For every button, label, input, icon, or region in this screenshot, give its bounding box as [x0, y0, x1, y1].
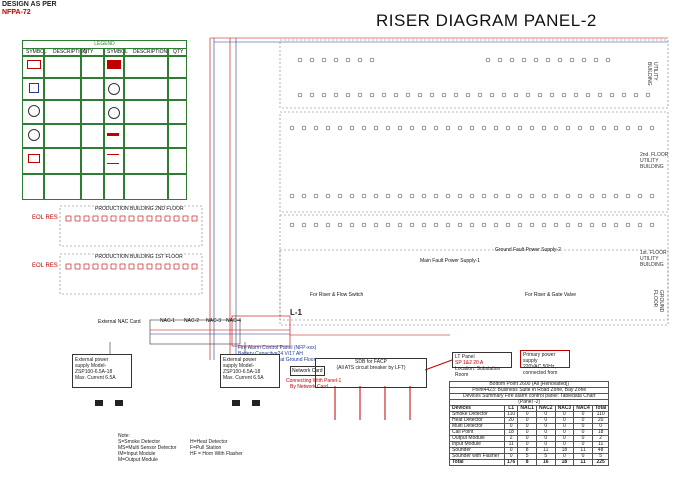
- floor-label-ground: GROUND FLOOR: [652, 290, 664, 313]
- legend-header-qty-2: QTY: [173, 49, 184, 55]
- production-1st-frame: [59, 253, 203, 295]
- note-right-2: F=Pull Station: [190, 445, 222, 451]
- red-cable-icon: [107, 154, 119, 155]
- primary-power-line3: connected from: [523, 370, 558, 376]
- external-nac-card-label: External NAC Card: [98, 319, 141, 325]
- eol-label-2: EOL RES: [32, 263, 58, 269]
- multi-sensor-icon: [108, 83, 120, 95]
- nac-2-label: NAC-2: [184, 318, 200, 324]
- legend-header-symbol: SYMBOL: [26, 49, 47, 55]
- sdb-box: SDB for FACP (All ATS circuit breaker by…: [315, 358, 427, 388]
- row-first-devices: [289, 222, 655, 228]
- heat-detector-icon: [28, 129, 40, 141]
- notes-block: Note: S=Smoke Detector MS=Multi Sensor D…: [118, 433, 177, 463]
- horn-flasher-icon: [28, 154, 40, 163]
- power-supply-1: External power supply Model- ZSP100-6.5A…: [72, 354, 132, 388]
- note-line-3: IM=Input Module: [118, 451, 156, 457]
- note-line-4: M=Output Module: [118, 457, 158, 463]
- eol-label-1: EOL RES: [32, 215, 58, 221]
- ps2-line4: Max. Current 6.5A: [223, 375, 264, 381]
- detector-icon: [108, 107, 120, 119]
- ps2-line1: External power: [223, 357, 257, 363]
- frame-second: [279, 111, 669, 213]
- loop-l1-label: L-1: [290, 308, 302, 317]
- notes-block-right: H=Heat Detector F=Pull Station HF = Horn…: [190, 439, 243, 457]
- battery-1b: [115, 400, 123, 406]
- row-second-devices: [289, 125, 655, 199]
- battery-2a: [232, 400, 240, 406]
- primary-power-line2: 220VAC,50Hz,: [523, 364, 556, 370]
- design-note: DESIGN AS PER NFPA-72: [2, 1, 57, 17]
- nac-card-box: [149, 319, 241, 345]
- production-1st-label: PRODUCTION BUILDING 1ST FLOOR: [95, 254, 183, 260]
- ground-fault-label: Ground Fault Power Supply-2: [495, 247, 561, 253]
- floor-label-second: 2nd. FLOOR UTILITY BUILDING: [640, 152, 669, 170]
- battery-2b: [252, 400, 260, 406]
- design-note-line1: DESIGN AS PER: [2, 1, 57, 8]
- frame-first: [279, 214, 669, 321]
- network-connect-label: Connecting With Panel-1: [286, 378, 342, 384]
- facp-box: [231, 315, 291, 347]
- nac-3-label: NAC-3: [206, 318, 222, 324]
- fire-alarm-line1: Fire Alarm Control Panel (NFP-xxx): [238, 345, 317, 351]
- note-line-2: MS=Multi Sensor Detector: [118, 445, 177, 451]
- notes-title: Note:: [118, 433, 130, 439]
- legend-box: LEGEND SYMBOL DESCRIPTION QTY SYMBOL DES…: [22, 40, 187, 200]
- floor-label-top: UTILITY BUILDING: [646, 62, 658, 86]
- sdb-subtitle: (All ATS circuit breaker by LFT): [336, 365, 406, 371]
- main-fault-label: Main Fault Power Supply-1: [420, 258, 481, 264]
- page-title: RISER DIAGRAM PANEL-2: [376, 11, 597, 30]
- production-2nd-label: PRODUCTION BUILDING 2ND FLOOR: [95, 206, 184, 212]
- call-point-icon: [29, 83, 39, 93]
- primary-power-box: Primary power supply 220VAC,50Hz, connec…: [520, 350, 570, 376]
- ps1-line4: Max. Current 6.5A: [75, 375, 116, 381]
- eol-icon: [107, 133, 119, 136]
- legend-header-symbol-2: SYMBOL: [107, 49, 128, 55]
- note-line-1: S=Smoke Detector: [118, 439, 161, 445]
- smoke-detector-icon: [28, 105, 40, 117]
- facp-symbol-icon: [27, 60, 41, 69]
- blue-cable-icon: [107, 163, 119, 164]
- lt-panel-box: LT Panel SP 1&2 20 A Location: Substatio…: [452, 352, 512, 378]
- sdb-to-lt: [424, 359, 453, 371]
- primary-power-line1: Primary power supply: [523, 352, 556, 364]
- lt-panel-subtitle: SP 1&2 20 A: [455, 360, 484, 366]
- ps2-line2: supply Model-: [223, 363, 255, 369]
- frame-ground: [279, 249, 669, 326]
- network-by-label: By Network Card: [290, 384, 328, 390]
- production-2nd-devices: [65, 215, 198, 222]
- production-2nd-frame: [59, 205, 203, 247]
- nac-1-label: NAC-1: [160, 318, 176, 324]
- device-summary-table: Bottom Point 2600 (All [Renovated]) Poin…: [448, 381, 610, 466]
- legend-header-description: DESCRIPTION: [53, 49, 88, 55]
- legend-header-description-2: DESCRIPTION: [133, 49, 168, 55]
- lt-panel-location: Location: Substation Room: [455, 366, 501, 378]
- sdb-title: SDB for FACP: [355, 359, 387, 365]
- design-note-line2: NFPA-72: [2, 9, 31, 16]
- fire-riser-right-label: For Riser & Gate Valve: [525, 292, 577, 298]
- frame-top: [279, 39, 669, 109]
- floor-label-first: 1st. FLOOR UTILITY BUILDING: [640, 250, 667, 268]
- network-card-label: Network Card: [290, 366, 325, 376]
- production-1st-devices: [65, 263, 198, 270]
- fire-riser-left-label: For Riser & Flow Switch: [310, 292, 364, 298]
- ps1-line3: ZSP100-6.5A-18: [75, 369, 113, 375]
- note-right-1: H=Heat Detector: [190, 439, 228, 445]
- power-supply-2: External power supply Model- ZSP100-6.5A…: [220, 354, 280, 388]
- ps1-line1: External power: [75, 357, 109, 363]
- row-top-devices: [297, 57, 651, 98]
- note-right-3: HF = Horn With Flasher: [190, 451, 243, 457]
- nac-4-label: NAC-4: [226, 318, 242, 324]
- ps2-line3: ZSP100-6.5A-18: [223, 369, 261, 375]
- battery-1a: [95, 400, 103, 406]
- legend-header-qty: QTY: [83, 49, 94, 55]
- sounder-icon: [107, 60, 121, 69]
- lt-panel-title: LT Panel: [455, 354, 475, 360]
- ps1-line2: supply Model-: [75, 363, 107, 369]
